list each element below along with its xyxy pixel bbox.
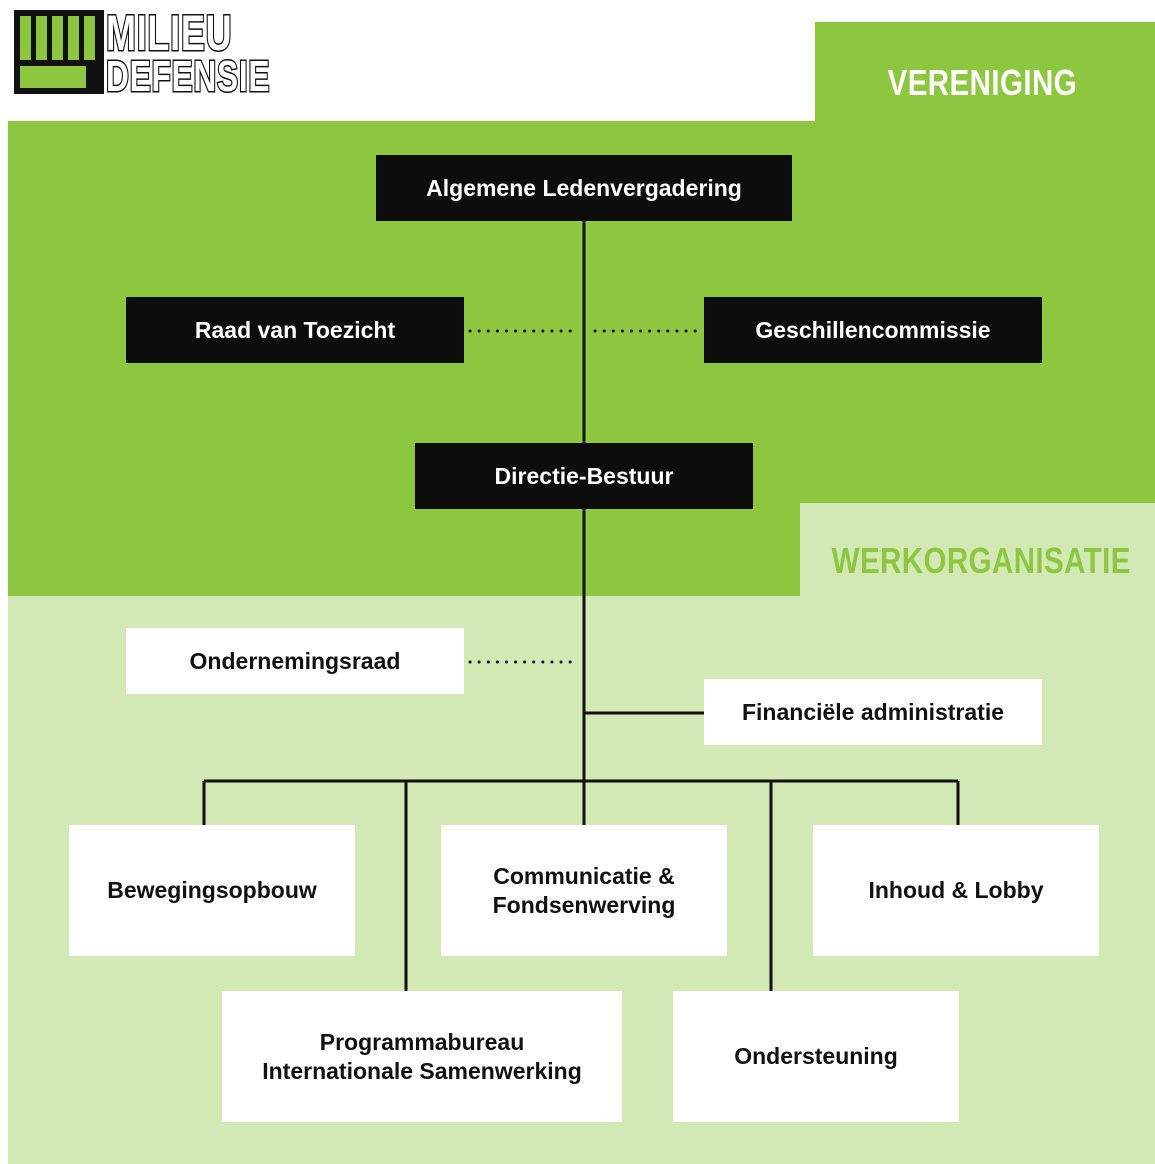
node-ondernemingsraad: Ondernemingsraad bbox=[126, 628, 464, 694]
milieudefensie-logo: MILIEU DEFENSIE bbox=[14, 4, 271, 103]
section-title-werkorganisatie: WERKORGANISATIE bbox=[831, 540, 1131, 581]
node-communicatie-fondsenwerving: Communicatie & Fondsenwerving bbox=[441, 825, 727, 956]
node-algemene-ledenvergadering: Algemene Ledenvergadering bbox=[376, 155, 792, 221]
node-inhoud-lobby: Inhoud & Lobby bbox=[813, 825, 1099, 956]
logo-bars-icon bbox=[14, 10, 104, 94]
node-directie-bestuur: Directie-Bestuur bbox=[415, 443, 753, 509]
node-bewegingsopbouw: Bewegingsopbouw bbox=[69, 825, 355, 956]
logo-text-line1: MILIEU bbox=[105, 4, 233, 63]
node-geschillencommissie: Geschillencommissie bbox=[704, 297, 1042, 363]
node-ondersteuning: Ondersteuning bbox=[673, 991, 959, 1122]
logo-text-line2: DEFENSIE bbox=[105, 51, 271, 103]
werkorganisatie-header-band bbox=[800, 503, 1155, 597]
vereniging-region-lower bbox=[8, 503, 800, 596]
node-financiele-administratie: Financiële administratie bbox=[704, 679, 1042, 745]
section-title-vereniging: VERENIGING bbox=[887, 62, 1077, 103]
node-programmabureau: Programmabureau Internationale Samenwerk… bbox=[222, 991, 622, 1122]
vereniging-header-band bbox=[815, 22, 1155, 122]
node-raad-van-toezicht: Raad van Toezicht bbox=[126, 297, 464, 363]
